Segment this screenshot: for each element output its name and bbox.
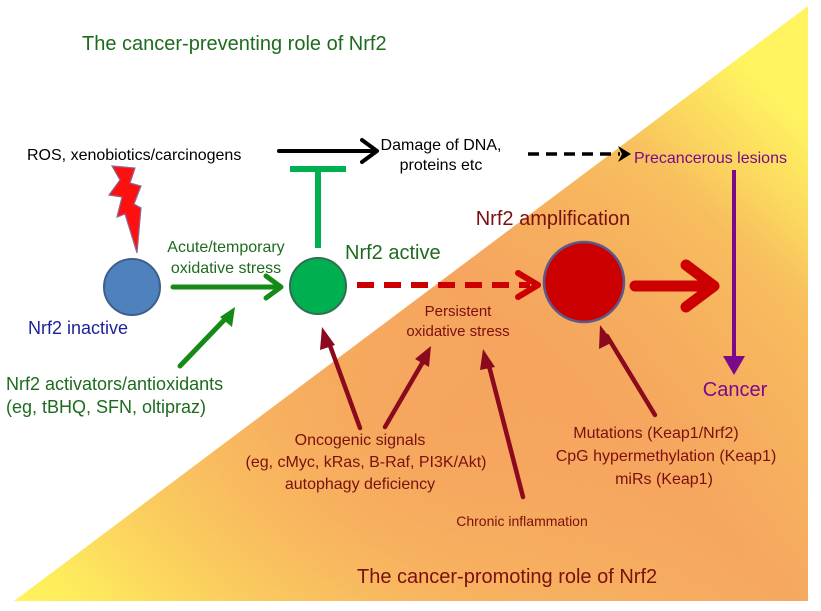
damage-to-precancerous-arrow bbox=[528, 146, 631, 162]
oncogenic-label-line3: autophagy deficiency bbox=[285, 476, 435, 493]
active-to-amplification-arrow bbox=[357, 270, 541, 300]
ros-label: ROS, xenobiotics/carcinogens bbox=[27, 147, 241, 164]
oncogenic-label-line2: (eg, cMyc, kRas, B-Raf, PI3K/Akt) bbox=[246, 454, 487, 471]
inflammation-to-persistent-arrow bbox=[480, 349, 526, 500]
damage-label-line2: proteins etc bbox=[400, 157, 483, 174]
persistent-stress-label-line2: oxidative stress bbox=[406, 323, 509, 340]
oncogenic-to-active-arrow bbox=[320, 327, 363, 431]
title-cancer-promoting: The cancer-promoting role of Nrf2 bbox=[357, 566, 657, 588]
mutations-label-line2: CpG hypermethylation (Keap1) bbox=[556, 448, 777, 465]
inhibition-bar bbox=[290, 166, 346, 248]
title-cancer-preventing: The cancer-preventing role of Nrf2 bbox=[82, 33, 387, 55]
mutations-to-amplification-arrow bbox=[599, 325, 658, 418]
nrf2-inactive-node bbox=[103, 258, 161, 316]
chronic-inflammation-label: Chronic inflammation bbox=[456, 513, 588, 529]
nrf2-amplification-node bbox=[542, 240, 626, 324]
amplification-to-cancer-arrow bbox=[629, 259, 720, 313]
precancerous-lesions-label: Precancerous lesions bbox=[634, 150, 787, 167]
persistent-stress-label-line1: Persistent bbox=[425, 303, 493, 320]
nrf2-inactive-label: Nrf2 inactive bbox=[28, 318, 128, 338]
oncogenic-to-persistent-arrow bbox=[382, 346, 431, 430]
acute-stress-label-line1: Acute/temporary bbox=[167, 239, 284, 256]
activators-arrow bbox=[177, 307, 235, 369]
nrf2-amplification-label: Nrf2 amplification bbox=[476, 208, 631, 230]
nrf2-active-node bbox=[289, 257, 347, 315]
nrf2-active-label: Nrf2 active bbox=[345, 242, 441, 264]
damage-label-line1: Damage of DNA, bbox=[381, 137, 502, 154]
activators-label-line2: (eg, tBHQ, SFN, oltipraz) bbox=[6, 397, 206, 417]
activators-label-line1: Nrf2 activators/antioxidants bbox=[6, 374, 223, 394]
cancer-label: Cancer bbox=[703, 379, 768, 401]
inactive-to-active-arrow bbox=[170, 273, 284, 301]
ros-to-damage-arrow bbox=[277, 138, 379, 164]
precancerous-to-cancer-arrow bbox=[723, 170, 745, 375]
acute-stress-label-line2: oxidative stress bbox=[171, 260, 281, 277]
mutations-label-line3: miRs (Keap1) bbox=[615, 471, 713, 488]
mutations-label-line1: Mutations (Keap1/Nrf2) bbox=[573, 425, 738, 442]
lightning-bolt-icon bbox=[107, 165, 142, 254]
oncogenic-label-line1: Oncogenic signals bbox=[295, 432, 426, 449]
